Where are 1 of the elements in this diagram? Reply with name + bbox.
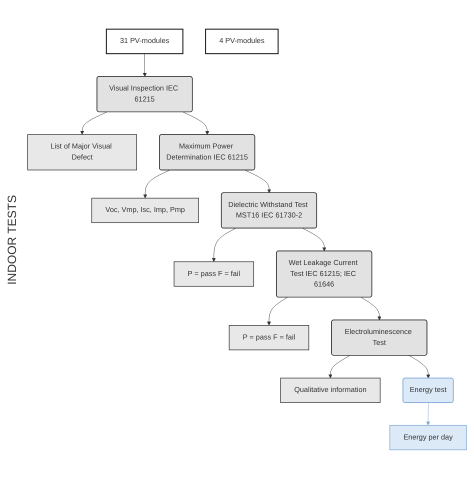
section-label: INDOOR TESTS: [5, 194, 19, 284]
